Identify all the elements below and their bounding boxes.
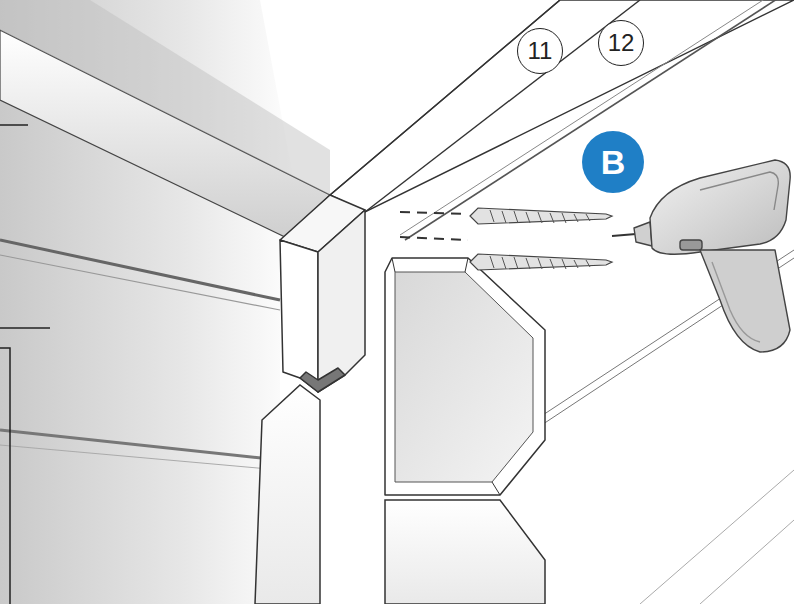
node-text: B [601,143,626,182]
mounting-plate [385,258,545,495]
cabinet-interior [0,0,330,604]
top-rail [330,0,794,604]
step-badge: B [582,131,644,193]
insertion-guide [400,212,468,240]
callout-number: 12 [598,20,644,66]
page-rules [0,125,50,604]
rail-end-block [280,195,365,392]
callout-number: 11 [517,28,563,74]
node-text: 11 [528,37,553,65]
power-drill [612,160,790,352]
node-text: 12 [608,29,635,57]
wood-screw [470,208,612,270]
